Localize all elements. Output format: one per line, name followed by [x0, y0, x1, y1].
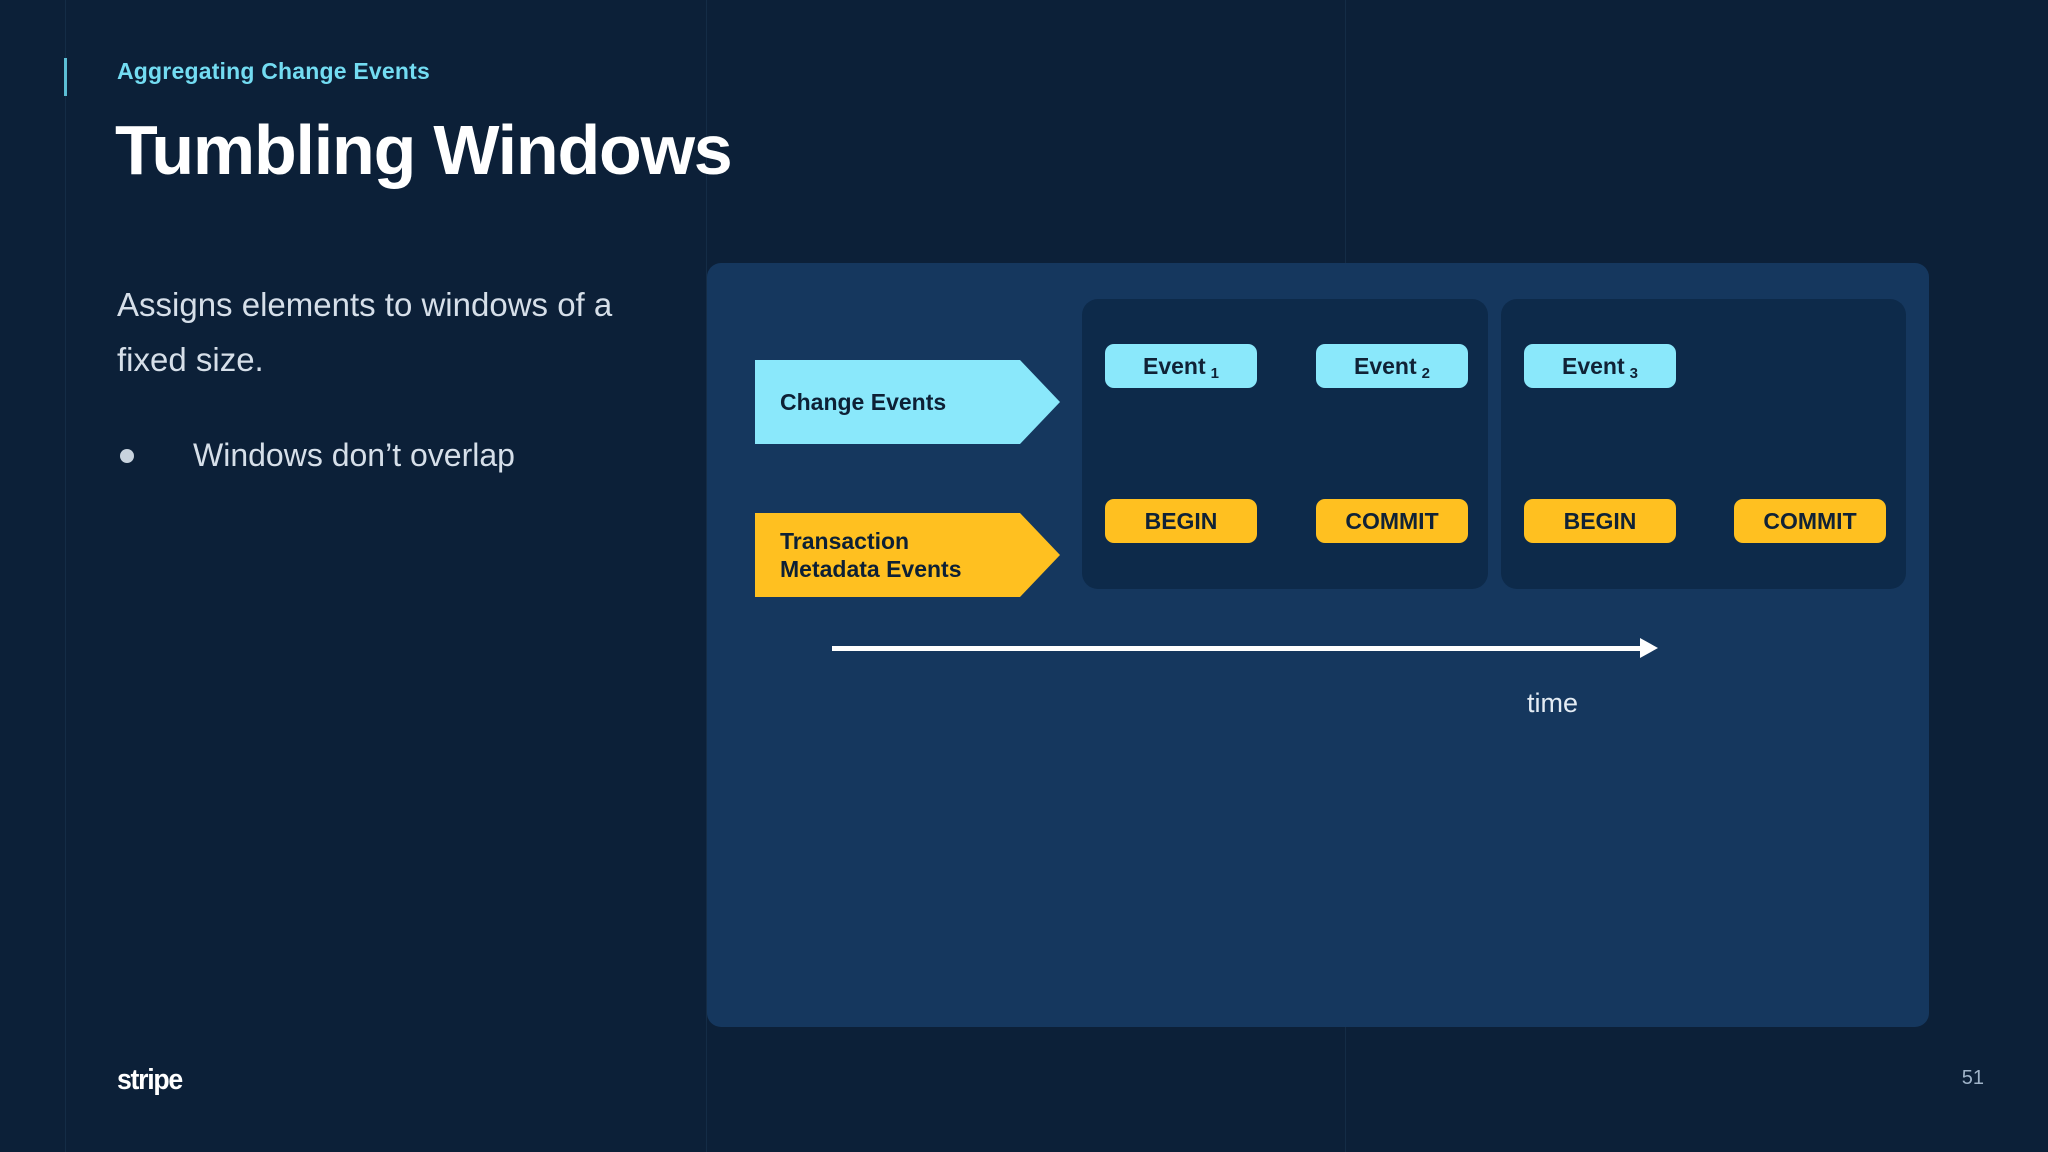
slide-lede: Assigns elements to windows of a fixed s… — [117, 286, 613, 378]
tumbling-window-1 — [1082, 299, 1488, 589]
event-chip-1-subscript: 1 — [1210, 364, 1219, 382]
time-axis-label: time — [1527, 688, 1579, 718]
grid-line-left — [65, 0, 66, 1152]
grid-line-center — [706, 0, 707, 1152]
slide-eyebrow: Aggregating Change Events — [117, 58, 430, 84]
row-label-transaction-metadata-text: Transaction Metadata Events — [780, 527, 962, 583]
row-label-change-events-text: Change Events — [780, 389, 947, 415]
list-item: Windows don’t overlap — [117, 432, 737, 478]
stripe-logo: stripe — [117, 1064, 183, 1096]
bullet-list: Windows don’t overlap — [117, 432, 737, 478]
row-label-transaction-metadata-events: Transaction Metadata Events — [755, 513, 1060, 597]
page-title: Tumbling Windows — [115, 111, 733, 189]
metadata-chip-begin-1: BEGIN — [1105, 499, 1257, 543]
page-number: 51 — [1961, 1067, 1984, 1089]
row-label-tx-line2: Metadata Events — [780, 556, 962, 582]
arrow-head-icon — [1640, 638, 1658, 658]
time-axis-line — [832, 646, 1642, 651]
event-chip-3-label: Event — [1562, 352, 1625, 379]
eyebrow-accent-tick — [64, 58, 67, 96]
event-chip-1-label: Event — [1143, 352, 1206, 379]
row-label-tx-line1: Transaction — [780, 528, 910, 554]
tumbling-window-2 — [1501, 299, 1906, 589]
row-label-change-events: Change Events — [755, 360, 1060, 444]
bullet-text: Windows don’t overlap — [193, 437, 515, 473]
time-axis-arrow — [832, 638, 1658, 658]
bullet-dot-icon — [120, 449, 134, 463]
metadata-chip-commit-1: COMMIT — [1316, 499, 1468, 543]
event-chip-2-label: Event — [1354, 352, 1417, 379]
diagram-panel: Change Events Transaction Metadata Event… — [707, 263, 1929, 1027]
event-chip-2-subscript: 2 — [1421, 364, 1430, 382]
metadata-chip-commit-2: COMMIT — [1734, 499, 1886, 543]
event-chip-3-subscript: 3 — [1629, 364, 1638, 382]
metadata-chip-begin-2: BEGIN — [1524, 499, 1676, 543]
